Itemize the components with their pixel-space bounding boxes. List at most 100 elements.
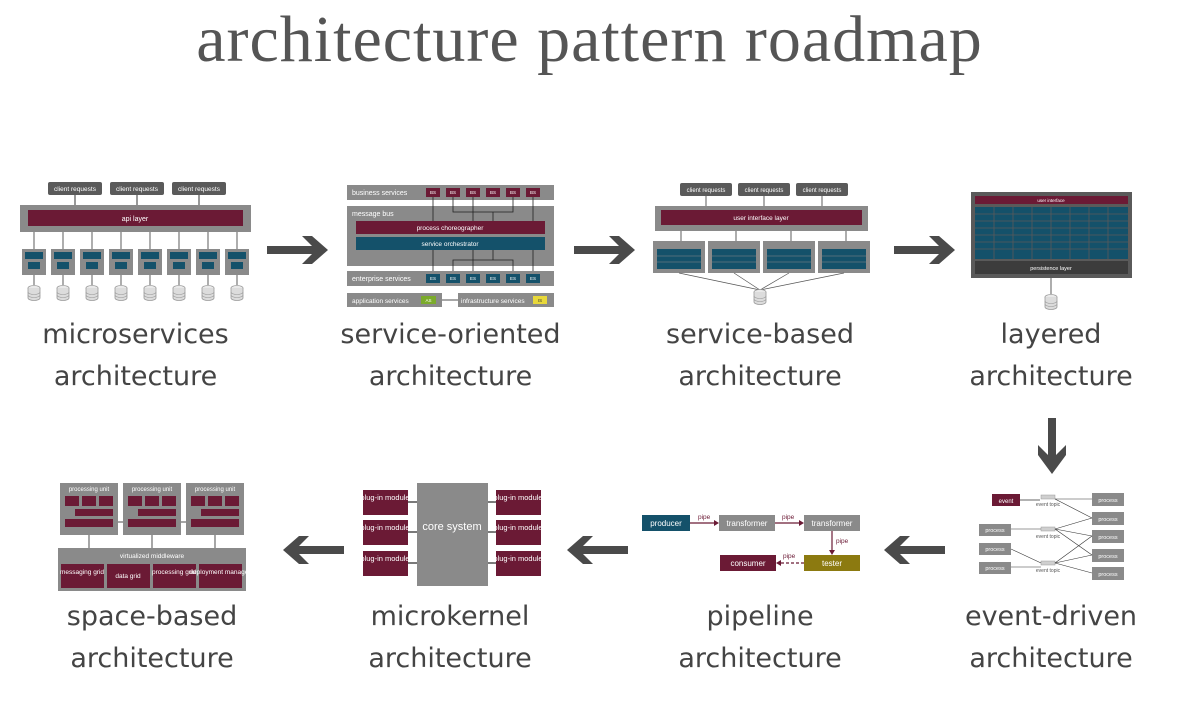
user-interface-layer-label: user interface layer (733, 215, 789, 222)
message-bus-label: message bus (352, 211, 394, 218)
svg-text:process: process (985, 547, 1005, 553)
svg-text:processing unit: processing unit (132, 487, 173, 493)
caption-line: architecture (678, 643, 842, 674)
client-requests-box (48, 182, 102, 195)
enterprise-services-label: enterprise services (352, 276, 411, 283)
plugin-module-label: plug-in module (493, 554, 542, 563)
svg-text:ES: ES (450, 276, 456, 281)
microservices-caption: microservices architecture (20, 314, 251, 398)
caption-line: layered (1000, 319, 1102, 350)
svg-text:event topic: event topic (1036, 568, 1061, 574)
caption-line: architecture (969, 361, 1133, 392)
down-arrow-icon (1038, 418, 1066, 474)
application-services-label: application services (352, 298, 409, 305)
layered-caption: layered architecture (951, 314, 1151, 398)
transformer-label: transformer (812, 519, 853, 528)
svg-text:BS: BS (470, 190, 476, 195)
svg-text:BS: BS (530, 190, 536, 195)
svg-text:pipe: pipe (783, 553, 796, 560)
client-requests-label: client requests (745, 188, 784, 194)
space-based-caption: space-based architecture (40, 596, 264, 680)
persistence-layer-label: persistence layer (1030, 266, 1072, 272)
svg-text:pipe: pipe (836, 538, 849, 545)
plugin-module-label: plug-in module (493, 493, 542, 502)
svg-text:ES: ES (530, 276, 536, 281)
messaging-grid-label: messaging grid (60, 569, 104, 576)
svg-text:AS: AS (425, 298, 431, 303)
svg-text:BS: BS (430, 190, 436, 195)
data-grid-label: data grid (115, 573, 141, 580)
space-based-diagram: processing unit processing unit processi… (58, 483, 251, 591)
business-services-label: business services (352, 190, 408, 197)
api-layer-bar (28, 210, 243, 226)
microkernel-diagram: core system plug-in module plug-in modul… (360, 483, 543, 586)
virtualized-middleware-label: virtualized middleware (120, 553, 185, 560)
core-system-label: core system (422, 521, 481, 533)
right-arrow-icon (574, 236, 635, 264)
layered-diagram: user interface persistence layer (971, 192, 1132, 310)
page-title: architecture pattern roadmap (196, 3, 983, 76)
left-arrow-icon (884, 536, 945, 564)
caption-line: space-based (66, 601, 238, 632)
user-interface-label: user interface (1037, 198, 1065, 203)
svg-text:process: process (1098, 554, 1118, 560)
producer-label: producer (650, 519, 682, 528)
right-arrow-icon (894, 236, 955, 264)
client-requests-label: client requests (54, 186, 97, 193)
service-components (22, 232, 249, 301)
service-blocks (653, 241, 870, 273)
event-driven-caption: event-driven architecture (951, 596, 1151, 680)
svg-text:IS: IS (538, 298, 542, 303)
caption-line: architecture (70, 643, 234, 674)
infrastructure-services-label: infrastructure services (461, 298, 525, 305)
plugin-module-label: plug-in module (493, 523, 542, 532)
plugin-module-label: plug-in module (360, 493, 409, 502)
caption-line: microkernel (370, 601, 530, 632)
consumer-label: consumer (730, 559, 765, 568)
client-requests-label: client requests (116, 186, 159, 193)
caption-line: service-based (666, 319, 854, 350)
processing-grid-label: processing grid (152, 569, 196, 576)
roadmap-arrows (267, 236, 1066, 564)
core-system-box (417, 483, 488, 586)
client-requests-box (172, 182, 226, 195)
pipeline-caption: pipeline architecture (650, 596, 870, 680)
service-based-diagram: client requests client requests client r… (653, 183, 870, 305)
svg-text:processing unit: processing unit (69, 487, 110, 493)
deployment-manager-label: deployment manager (189, 569, 251, 576)
client-requests-label: client requests (803, 188, 842, 194)
layer-grid (975, 207, 1128, 259)
svg-text:ES: ES (490, 276, 496, 281)
client-requests-label: client requests (687, 188, 726, 194)
svg-text:process: process (1098, 572, 1118, 578)
svg-text:BS: BS (510, 190, 516, 195)
svg-text:BS: BS (450, 190, 456, 195)
svg-text:BS: BS (490, 190, 496, 195)
svg-text:event topic: event topic (1036, 534, 1061, 540)
plugin-module-label: plug-in module (360, 554, 409, 563)
left-arrow-icon (567, 536, 628, 564)
event-driven-diagram: event event topic event topic event topi… (979, 493, 1124, 580)
svg-text:ES: ES (470, 276, 476, 281)
caption-line: microservices (42, 319, 229, 350)
svg-text:process: process (1098, 535, 1118, 541)
soa-diagram: business services BS BS BS BS BS BS message … (347, 185, 554, 307)
process-choreographer-bar (356, 221, 545, 234)
caption-line: architecture (368, 361, 533, 392)
caption-line: pipeline (706, 601, 814, 632)
plugin-module-label: plug-in module (360, 523, 409, 532)
process-choreographer-label: process choreographer (417, 225, 485, 232)
api-layer-label: api layer (122, 216, 149, 223)
svg-text:process: process (1098, 498, 1118, 504)
svg-text:ES: ES (510, 276, 516, 281)
infrastructure-services-bar (458, 293, 554, 307)
transformer-label: transformer (727, 519, 768, 528)
service-orchestrator-label: service orchestrator (421, 241, 479, 248)
service-orchestrator-bar (356, 237, 545, 250)
right-arrow-icon (267, 236, 328, 264)
client-requests-box (110, 182, 164, 195)
left-arrow-icon (283, 536, 344, 564)
caption-line: service-oriented (340, 319, 561, 350)
svg-text:event topic: event topic (1036, 502, 1061, 508)
